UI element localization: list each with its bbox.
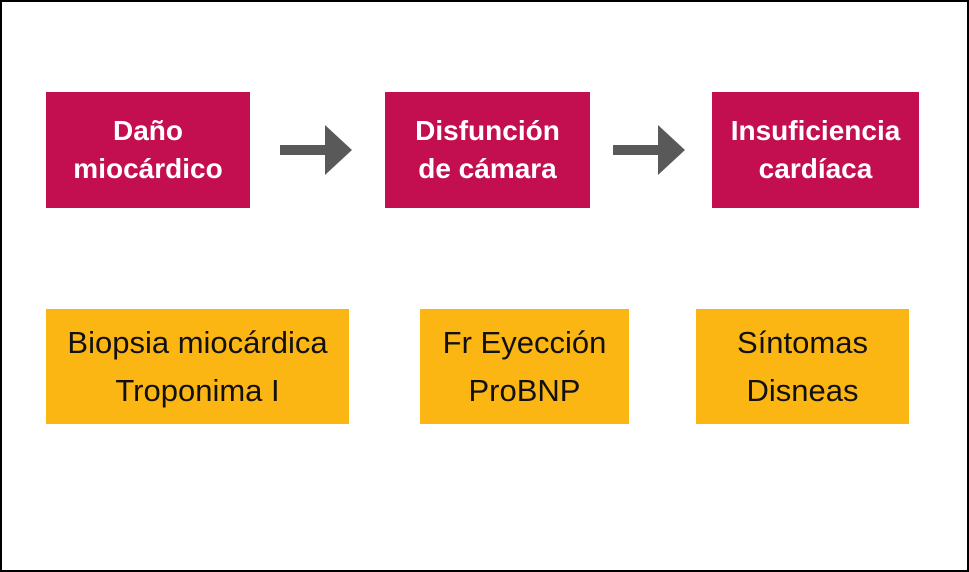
marker-label-line2: Troponima I [115, 372, 280, 408]
stage-label-line1: Daño [113, 115, 183, 146]
marker-label-line1: Síntomas [737, 324, 868, 360]
marker-label-line1: Biopsia miocárdica [67, 324, 328, 360]
stage-label-line2: cardíaca [758, 153, 873, 184]
marker-label-line2: Disneas [746, 372, 859, 408]
stage-box-insuficiencia-cardiaca: Insuficiencia cardíaca [712, 92, 919, 208]
marker-box-sintomas-disneas: Síntomas Disneas [696, 309, 909, 424]
marker-label-line2: ProBNP [468, 372, 581, 408]
stage-box-dano-miocardico: Daño miocárdico [46, 92, 250, 208]
stage-label-line2: miocárdico [73, 153, 223, 184]
marker-box-fr-eyeccion-probnp: Fr Eyección ProBNP [420, 309, 629, 424]
stage-label-line2: de cámara [418, 153, 557, 184]
stage-box-disfuncion-de-camara: Disfunción de cámara [385, 92, 590, 208]
marker-label-line1: Fr Eyección [442, 324, 607, 360]
stage-label-line1: Insuficiencia [730, 115, 901, 146]
marker-box-biopsia-troponima: Biopsia miocárdica Troponima I [46, 309, 349, 424]
arrow-right-icon [280, 125, 352, 175]
arrow-right-icon [613, 125, 685, 175]
stage-label-line1: Disfunción [415, 115, 560, 146]
